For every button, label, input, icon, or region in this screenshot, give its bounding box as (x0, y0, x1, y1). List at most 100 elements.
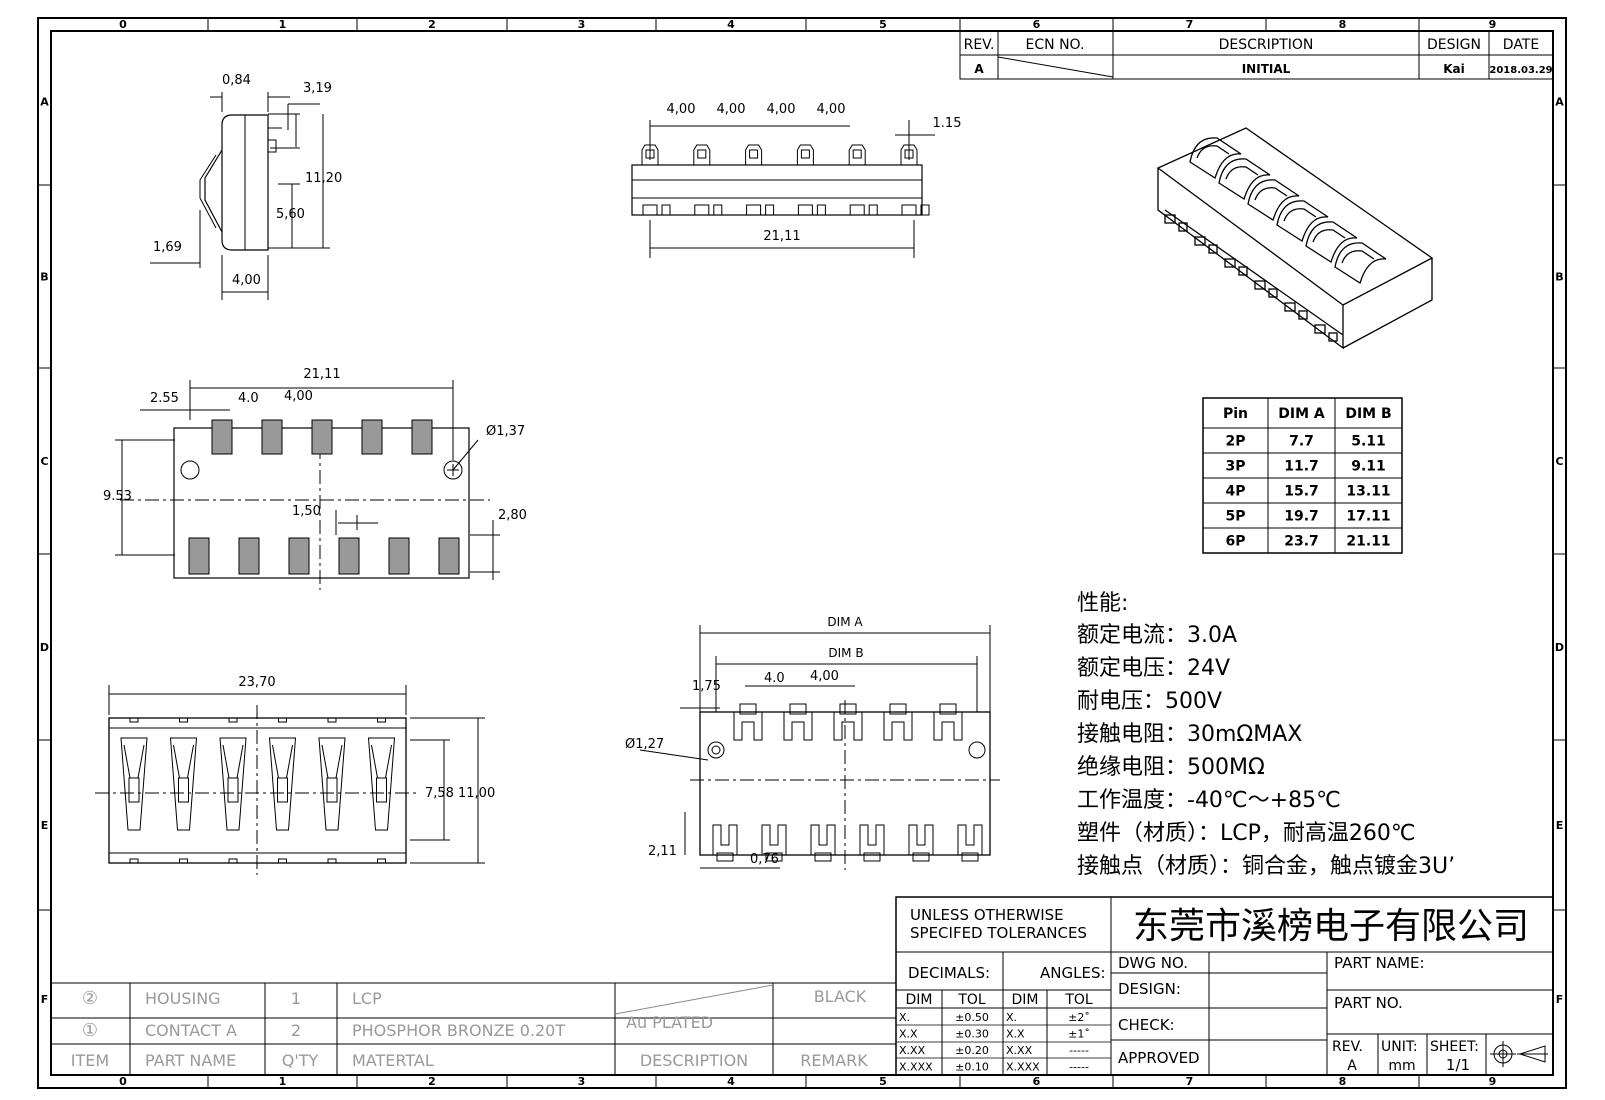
bom-header-name: PART NAME (145, 1051, 236, 1070)
rev-header: REV. (964, 37, 995, 53)
dec-tol: ±0.50 (955, 1011, 989, 1024)
dim-table-header: DIM A (1278, 406, 1325, 422)
iso-key-ridge (1341, 250, 1375, 264)
dim-table-header: DIM B (1345, 406, 1391, 422)
fp-width-dim: 21,11 (303, 367, 340, 382)
description-value: INITIAL (1242, 62, 1291, 76)
bot-edge-dim: 1,75 (692, 679, 721, 694)
front-pin-lead (661, 204, 671, 216)
dim-table-cell: 6P (1225, 534, 1245, 550)
dim-table-cell: 3P (1225, 459, 1245, 475)
col-label-bottom: 4 (727, 1075, 735, 1088)
row-label-left: B (40, 271, 48, 284)
bom-header-description: DESCRIPTION (640, 1051, 748, 1070)
isometric-view (1156, 127, 1434, 350)
fp-span-dim: 9.53 (103, 489, 132, 504)
bottom-pin-bottom (712, 824, 738, 855)
top-key-edge (236, 744, 244, 779)
col-label-top: 0 (119, 18, 127, 31)
front-pin-window (800, 149, 810, 159)
bom-row1-name: HOUSING (145, 989, 221, 1008)
fp-pitch1-dim: 4.0 (238, 391, 259, 406)
spec-line: 额定电流：3.0A (1077, 623, 1237, 648)
bot-pitch1-dim: 4.0 (764, 671, 785, 686)
top-key-edge (286, 744, 293, 779)
spec-block: 性能: 额定电流：3.0A额定电压：24V耐电压：500V接触电阻：30mΩMA… (1077, 591, 1455, 879)
side-dim-319: 3,19 (303, 81, 332, 96)
isometric-pins (1164, 214, 1338, 342)
front-pin-lead (713, 204, 723, 216)
design-header: DESIGN (1427, 37, 1481, 53)
side-dim-400: 4,00 (232, 273, 261, 288)
tol-title-2: SPECIFED TOLERANCES (910, 924, 1087, 942)
top-key-window (376, 777, 387, 803)
iso-key (1189, 137, 1242, 180)
row-label-left: A (40, 96, 49, 109)
front-pin-foot (746, 204, 762, 216)
top-key (367, 737, 396, 831)
iso-key (1247, 179, 1300, 222)
bom-row1-item: ② (82, 988, 98, 1009)
footprint-pad-top (311, 419, 333, 455)
bottom-pin-top (783, 712, 813, 741)
front-pin-window (749, 149, 759, 159)
bottom-pin-bottom-tab (912, 852, 930, 862)
ang-tol: ----- (1069, 1061, 1089, 1074)
side-dim-084: 0,84 (222, 73, 251, 88)
dim-table-cell: 4P (1225, 484, 1245, 500)
row-label-right: F (1556, 993, 1564, 1006)
dec-dim-header: DIM (906, 992, 933, 1008)
bom-row2-material: PHOSPHOR BRONZE 0.20T (352, 1021, 565, 1040)
bom-header-remark: REMARK (800, 1051, 868, 1070)
bot-dim-b: DIM B (828, 646, 863, 660)
col-label-top: 1 (279, 18, 287, 31)
bottom-pin-bottom-tab (765, 852, 783, 862)
footprint-pad-top (211, 419, 233, 455)
side-dim-560: 5,60 (276, 207, 305, 222)
bottom-pin-bottom (859, 824, 885, 855)
column-ticks (207, 18, 1420, 1088)
ang-dim: X.XXX (1006, 1061, 1040, 1074)
bottom-pin-bottom-tab (863, 852, 881, 862)
front-pitch-1: 4,00 (667, 102, 696, 117)
iso-key (1334, 242, 1387, 285)
sheet-label: SHEET: (1430, 1039, 1479, 1055)
bottom-pin-top-tab (739, 703, 757, 715)
col-label-top: 8 (1339, 18, 1347, 31)
row-label-right: A (1555, 96, 1564, 109)
iso-pin (1314, 324, 1326, 334)
iso-pin (1208, 244, 1218, 254)
footprint-pads (188, 419, 460, 575)
front-pitch-4: 4,00 (817, 102, 846, 117)
top-key (169, 737, 198, 831)
iso-key (1276, 200, 1329, 243)
ang-tol: ±2˚ (1068, 1011, 1090, 1024)
bom-row1-qty: 1 (291, 989, 301, 1008)
dec-tol: ±0.20 (955, 1044, 989, 1057)
bot-lead-dim: 0,76 (750, 852, 779, 867)
side-dim-1120: 11,20 (305, 171, 342, 186)
bottom-pin-bottom-tab (961, 852, 979, 862)
dim-table-cell: 7.7 (1289, 434, 1314, 450)
dim-table-header: Pin (1223, 406, 1248, 422)
top-key-edge (321, 744, 329, 779)
spec-line: 接触电阻：30mΩMAX (1077, 722, 1302, 747)
bottom-pin-bottom (957, 824, 983, 855)
decimals-label: DECIMALS: (908, 964, 990, 982)
iso-pin (1254, 280, 1266, 290)
spec-line: 接触点（材质）：铜合金，触点镀金3U’ (1077, 854, 1455, 879)
col-label-bottom: 3 (578, 1075, 586, 1088)
projection-symbol (1490, 1041, 1548, 1067)
bom-row2-item: ① (82, 1020, 98, 1041)
dwg-no-label: DWG NO. (1118, 954, 1188, 972)
top-key-tab (129, 858, 139, 864)
dim-table-cell: 13.11 (1346, 484, 1390, 500)
top-key (318, 737, 346, 831)
bottom-pin-bottom (761, 824, 787, 855)
dim-table-cell: 5P (1225, 509, 1245, 525)
rev-value-tb: A (1347, 1058, 1357, 1074)
top-key-edge (222, 744, 230, 779)
top-key (268, 737, 297, 831)
col-label-bottom: 1 (279, 1075, 287, 1088)
